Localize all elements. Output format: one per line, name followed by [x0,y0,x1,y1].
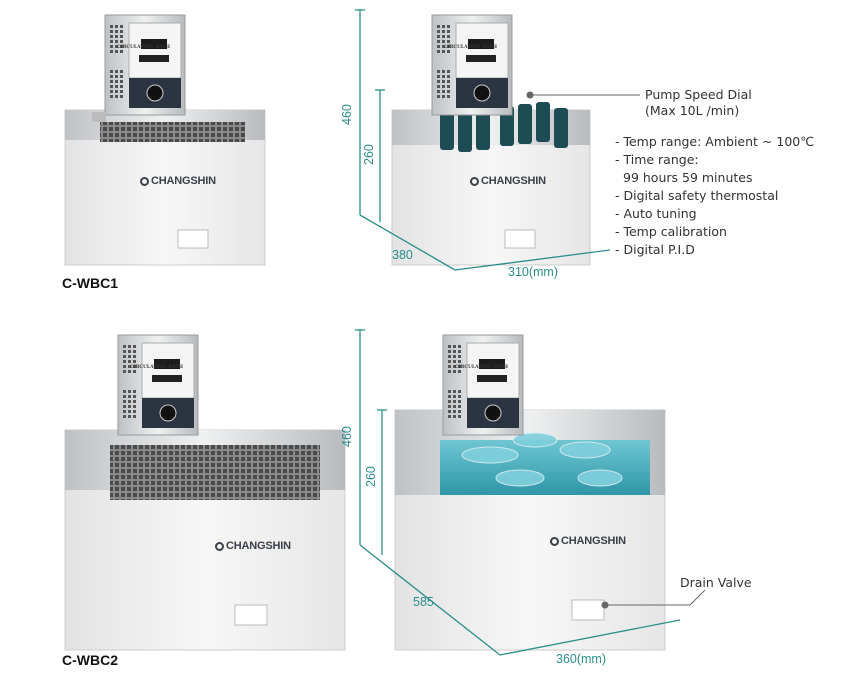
spec-item: 99 hours 59 minutes [623,170,753,185]
dim-height-tub: 260 [364,466,378,487]
dim-depth: 585 [413,595,434,609]
c-wbc2-unit-with-beakers [394,334,666,651]
spec-item: - Temp calibration [615,224,727,239]
brand-logo: CHANGSHIN [550,535,626,547]
spec-item: - Auto tuning [615,206,697,221]
c-wbc2-unit-front [64,334,346,651]
controller-label: CIRCULATING BATH [455,365,508,370]
dim-depth: 380 [392,248,413,262]
pump-callout-sub: (Max 10L /min) [645,103,740,118]
dimension-lines [355,9,681,656]
spec-list: - Temp range: Ambient ~ 100℃ - Time rang… [615,133,814,259]
controller-label: CIRCULATING BATH [117,45,170,50]
c-wbc1-unit-front [64,14,266,266]
spec-item: - Digital P.I.D [615,242,695,257]
c-wbc1-unit-with-bottles [391,14,591,266]
controller-label: CIRCULATING BATH [130,365,183,370]
dim-height-total: 460 [340,104,354,125]
brand-logo: CHANGSHIN [215,540,291,552]
callout-lines [526,91,706,609]
spec-item: - Time range: [615,152,699,167]
pump-callout-title: Pump Speed Dial [645,87,752,102]
drain-callout: Drain Valve [680,575,752,590]
model-name: C-WBC1 [62,275,118,291]
spec-item: - Temp range: Ambient ~ 100℃ [615,134,815,149]
dim-width: 360(mm) [556,652,607,666]
controller-label: CIRCULATING BATH [444,45,497,50]
spec-item: - Digital safety thermostal [615,188,779,203]
dim-width: 310(mm) [508,265,559,279]
brand-logo: CHANGSHIN [140,175,216,187]
dim-height-total: 460 [340,426,354,447]
dim-height-tub: 260 [362,144,376,165]
model-name: C-WBC2 [62,652,118,668]
brand-logo: CHANGSHIN [470,175,546,187]
